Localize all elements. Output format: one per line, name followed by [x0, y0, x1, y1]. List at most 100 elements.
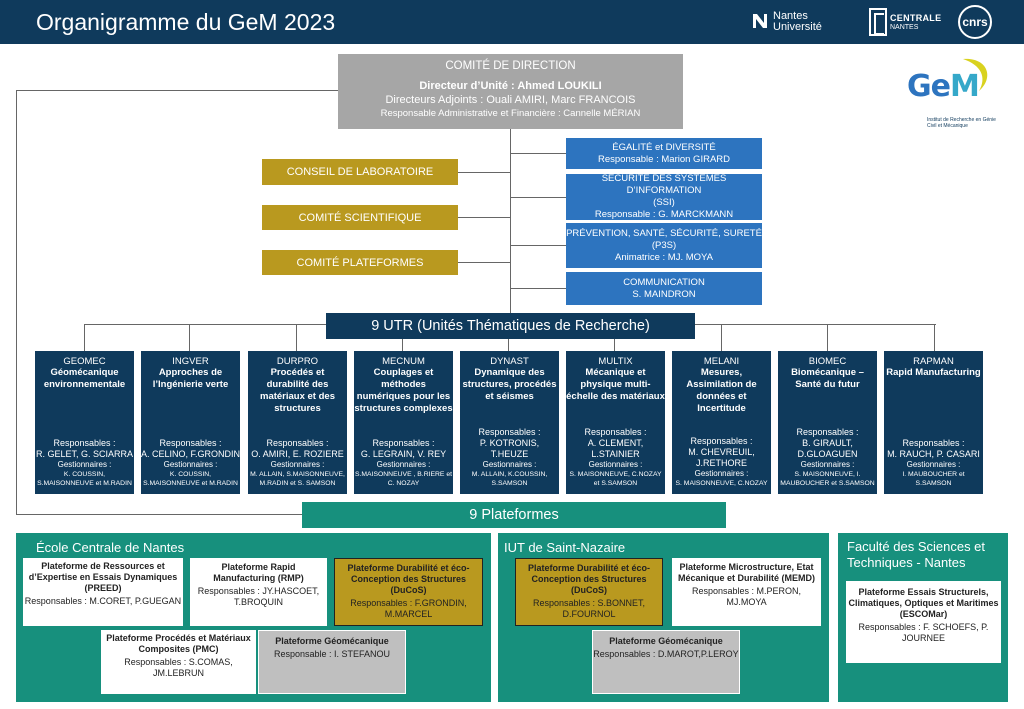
utr-ingver: INGVER Approches de l’Ingénierie verte R…	[141, 351, 240, 494]
platform-resp: Responsables : F.GRONDIN, M.MARCEL	[350, 598, 467, 619]
service-title: ÉGALITÉ et DIVERSITÉ	[612, 141, 716, 153]
utr-resp: M. RAUCH, P. CASARI	[887, 449, 980, 459]
connector-line	[84, 324, 85, 351]
service-resp: S. MAINDRON	[632, 288, 696, 300]
site-title: IUT de Saint-Nazaire	[504, 540, 626, 555]
platform-memd: Plateforme Microstructure, Etat Mécaniqu…	[672, 558, 821, 626]
site-fst-nantes: Faculté des Sciences et Techniques - Nan…	[838, 533, 1008, 702]
platform-resp: Responsables : D.MAROT,P.LEROY	[593, 649, 739, 659]
platform-resp: Responsables : F. SCHOEFS, P. JOURNEE	[858, 622, 989, 643]
council-platforms: COMITÉ PLATEFORMES	[262, 250, 458, 275]
service-ssi: SÉCURITE DES SYSTÈMES D’INFORMATION (SSI…	[566, 173, 762, 220]
deputy-directors: Directeurs Adjoints : Ouali AMIRI, Marc …	[385, 94, 636, 106]
connector-line	[508, 339, 509, 351]
platform-resp: Responsables : JY.HASCOET, T.BROQUIN	[197, 586, 320, 607]
connector-line	[16, 90, 338, 91]
platform-resp: Responsables : M.CORET, P.GUEGAN	[24, 596, 182, 606]
platform-geomecanique-centrale: Plateforme Géomécanique Responsable : I.…	[258, 630, 406, 694]
connector-line	[296, 324, 297, 351]
direction-heading: COMITÉ DE DIRECTION	[445, 60, 576, 72]
connector-line	[721, 324, 722, 351]
header-bar	[0, 0, 1024, 44]
utr-title: Mesures, Assimilation de données et Ince…	[686, 367, 757, 414]
gem-logo-subtitle: Institut de Recherche en Génie Civil et …	[927, 117, 996, 129]
admin-manager: Responsable Administrative et Financière…	[380, 108, 641, 119]
utr-gest-label: Gestionnaires :	[57, 460, 112, 469]
site-title: Faculté des Sciences et Techniques - Nan…	[847, 539, 986, 570]
utr-resp: R. GELET, G. SCIARRA	[35, 449, 134, 459]
council-lab: CONSEIL DE LABORATOIRE	[262, 159, 458, 185]
utr-gest: K. COUSSIN, S.MAISONNEUVE et M.RADIN	[37, 471, 132, 487]
connector-line	[827, 324, 828, 351]
connector-line	[510, 197, 566, 198]
utr-gest: S.MAISONNEUVE , B.RIERE et C. NOZAY	[354, 471, 453, 487]
platform-resp: Responsable : I. STEFANOU	[273, 649, 391, 659]
service-communication: COMMUNICATION S. MAINDRON	[566, 272, 762, 305]
connector-line	[510, 129, 511, 313]
utr-gest-label: Gestionnaires :	[376, 460, 431, 469]
platform-resp: Responsables : S.BONNET, D.FOURNOL	[532, 598, 646, 619]
utr-gest-label: Gestionnaires :	[270, 460, 325, 469]
platform-title: Plateforme Procédés et Matériaux Composi…	[106, 633, 251, 654]
utr-gest-label: Gestionnaires :	[482, 460, 537, 469]
connector-line	[402, 339, 403, 351]
utr-resp-label: Responsables :	[53, 438, 116, 448]
utr-code: GEOMEC	[63, 356, 106, 367]
connector-line	[614, 339, 615, 351]
utr-resp-label: Responsables :	[478, 427, 541, 437]
utr-dynast: DYNAST Dynamique des structures, procédé…	[460, 351, 559, 494]
platform-geomecanique-iut: Plateforme Géomécanique Responsables : D…	[592, 630, 740, 694]
utr-resp: O. AMIRI, E. ROZIERE	[251, 449, 344, 459]
director-name: Directeur d’Unité : Ahmed LOUKILI	[419, 80, 602, 92]
nantes-logo-line1: Nantes	[773, 10, 808, 22]
utr-gest: S. MAISONNEUVE, I. MAUBOUCHER et S.SAMSO…	[780, 471, 875, 487]
utr-code: DURPRO	[276, 356, 319, 367]
utr-gest: K. COUSSIN, S.MAISONNEUVE et M.RADIN	[143, 471, 238, 487]
utr-title: Biomécanique – Santé du futur	[791, 367, 864, 390]
utr-gest: I. MAUBOUCHER et S.SAMSON	[902, 471, 965, 487]
service-resp: Responsable : G. MARCKMANN	[594, 209, 734, 220]
utr-gest: M. ALLAIN, K.COUSSIN, S.SAMSON	[471, 471, 548, 487]
utr-title: Rapid Manufacturing	[886, 367, 981, 378]
utr-gest: S. MAISONNEUVE, C.NOZAY et S.SAMSON	[569, 471, 662, 487]
utr-rapman: RAPMAN Rapid Manufacturing Responsables …	[884, 351, 983, 494]
platform-resp: Responsables : S.COMAS, JM.LEBRUN	[124, 657, 233, 678]
platform-title: Plateforme Durabilité et éco-Conception …	[347, 563, 470, 595]
service-title: COMMUNICATION	[623, 276, 705, 288]
utr-title: Procédés et durabilité des matériaux et …	[260, 367, 335, 414]
utr-resp-label: Responsables :	[584, 427, 647, 437]
utr-gest-label: Gestionnaires :	[588, 460, 643, 469]
platform-ducos-centrale: Plateforme Durabilité et éco-Conception …	[334, 558, 483, 626]
connector-line	[458, 262, 510, 263]
service-p3s: PRÉVENTION, SANTÉ, SÉCURITÉ, SURETÉ (P3S…	[566, 223, 762, 268]
connector-line	[510, 153, 566, 154]
nantes-universite-mark-icon	[753, 14, 767, 28]
connector-line	[510, 245, 566, 246]
utr-gest: M. ALLAIN, S.MAISONNEUVE, M.RADIN et S. …	[250, 471, 345, 487]
utr-resp-label: Responsables :	[266, 438, 329, 448]
platform-title: Plateforme Géomécanique	[609, 636, 723, 646]
utr-biomec: BIOMEC Biomécanique – Santé du futur Res…	[778, 351, 877, 494]
utr-resp: A. CELINO, F.GRONDIN	[141, 449, 241, 459]
page-title: Organigramme du GeM 2023	[36, 9, 336, 35]
utr-header-bar: 9 UTR (Unités Thématiques de Recherche)	[326, 313, 695, 339]
centrale-nantes-logo: CENTRALE NANTES	[869, 8, 941, 36]
utr-gest-label: Gestionnaires :	[163, 460, 218, 469]
platform-title: Plateforme Microstructure, Etat Mécaniqu…	[677, 562, 815, 583]
utr-gest-label: Gestionnaires :	[694, 469, 749, 478]
platform-title: Plateforme Durabilité et éco-Conception …	[527, 563, 651, 595]
utr-resp-label: Responsables :	[372, 438, 435, 448]
connector-line	[189, 324, 190, 351]
utr-resp-label: Responsables :	[690, 436, 753, 446]
service-resp: Responsable : Marion GIRARD	[598, 153, 730, 165]
utr-code: BIOMEC	[808, 356, 847, 367]
connector-line	[934, 324, 935, 351]
centrale-frame-icon	[869, 8, 887, 36]
gem-logo-ge: Ge	[907, 69, 951, 104]
service-title: SÉCURITE DES SYSTÈMES D’INFORMATION	[601, 173, 727, 196]
utr-code: MELANI	[703, 356, 740, 367]
utr-title: Mécanique et physique multi-échelle des …	[566, 367, 665, 402]
site-iut-saint-nazaire: IUT de Saint-Nazaire Plateforme Durabili…	[498, 533, 829, 702]
utr-multix: MULTIX Mécanique et physique multi-échel…	[566, 351, 665, 494]
platform-title: Plateforme de Ressources et d’Expertise …	[28, 561, 178, 593]
